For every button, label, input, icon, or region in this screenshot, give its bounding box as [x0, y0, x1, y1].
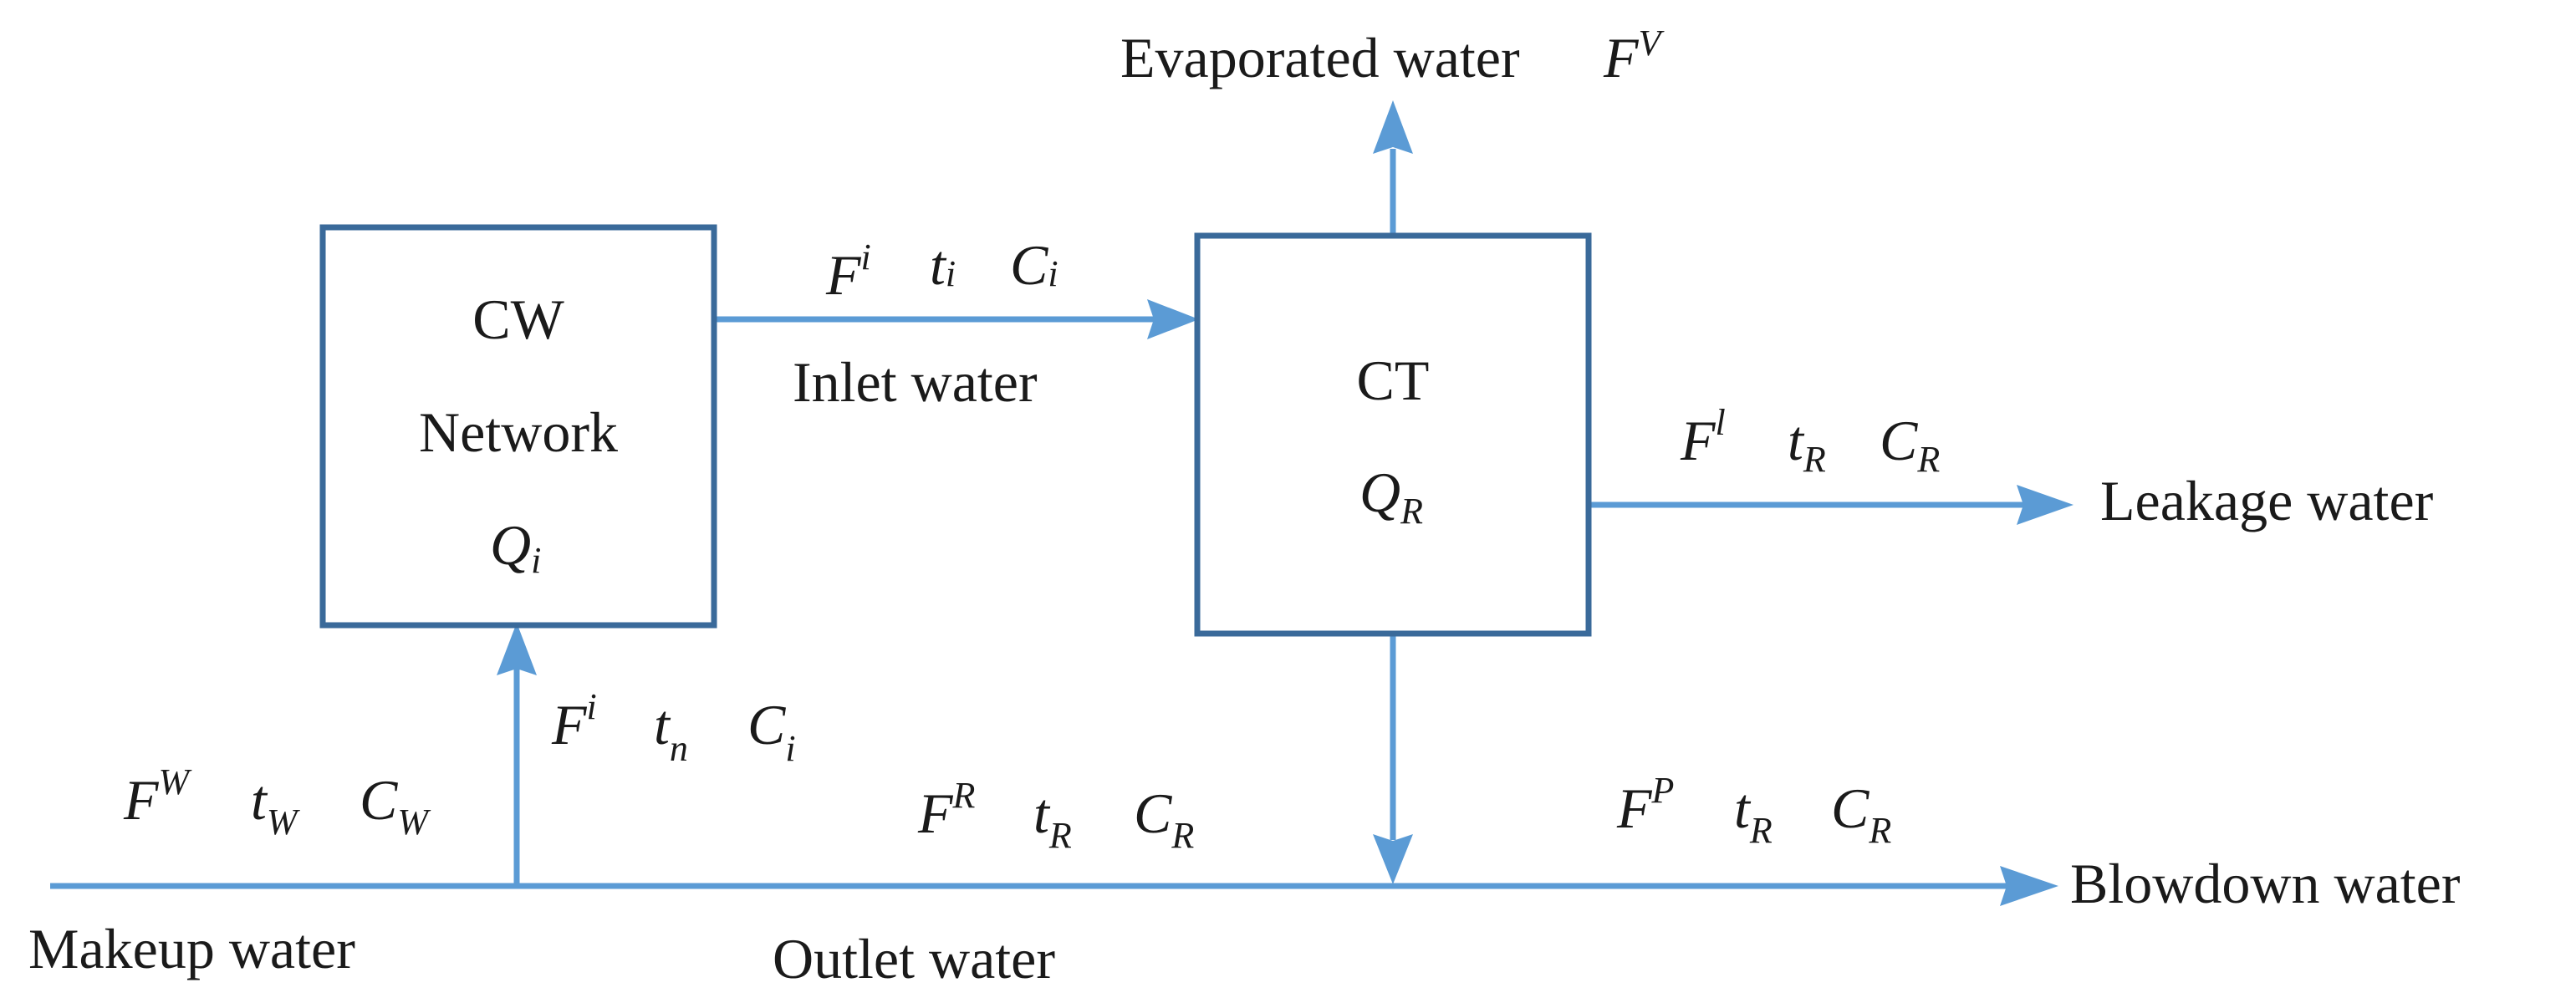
cw-title: CW — [472, 288, 564, 351]
ct-heat-load: QR — [1359, 461, 1423, 532]
flow-lines — [50, 100, 2074, 906]
outlet-conc-var: CR — [1134, 782, 1194, 856]
makeup-label: Makeup water — [28, 917, 355, 980]
inlet-conc-var: Ci — [1010, 233, 1058, 297]
leakage-label: Leakage water — [2100, 469, 2434, 532]
leakage-arrowhead — [2017, 485, 2074, 525]
blowdown-flow-var: FP — [1616, 770, 1674, 840]
evaporated-flow-var: FV — [1603, 23, 1665, 89]
network-feed-arrowhead — [497, 623, 537, 675]
inlet-arrowhead — [1147, 299, 1199, 339]
outlet-temp-var: tR — [1033, 782, 1072, 856]
cw-heat-load: Qi — [490, 513, 541, 581]
inlet-temp-var: ti — [930, 233, 956, 297]
blowdown-label: Blowdown water — [2070, 852, 2461, 915]
outlet-flow-var: FR — [917, 775, 976, 845]
cw-network-box-frame — [319, 224, 717, 629]
outlet-stream: FR tR CR Outlet water — [773, 775, 1194, 990]
outlet-label: Outlet water — [773, 927, 1055, 990]
evaporated-arrowhead — [1373, 100, 1413, 154]
network-feed-temp-var: tn — [654, 693, 688, 769]
network-feed-conc-var: Ci — [747, 693, 796, 769]
makeup-conc-var: CW — [360, 768, 431, 843]
inlet-flow-var: Fi — [825, 237, 871, 307]
evaporated-stream: Evaporated water FV — [1120, 23, 1665, 89]
inlet-label: Inlet water — [793, 350, 1038, 414]
leakage-conc-var: CR — [1880, 409, 1940, 480]
leakage-flow-var: Fl — [1680, 402, 1726, 472]
network-feed-stream: Fi tn Ci — [551, 686, 796, 769]
cw-network-box: CW Network Qi — [319, 224, 717, 629]
blowdown-temp-var: tR — [1734, 776, 1773, 851]
ct-box-frame — [1194, 232, 1592, 637]
leakage-temp-var: tR — [1788, 409, 1826, 480]
network-feed-flow-var: Fi — [551, 686, 597, 756]
leakage-stream: Fl tR CR Leakage water — [1680, 402, 2434, 532]
ct-title: CT — [1357, 349, 1430, 412]
inlet-stream: Fi ti Ci Inlet water — [793, 233, 1058, 414]
makeup-temp-var: tW — [251, 768, 300, 843]
cw-network-title: Network — [419, 400, 618, 464]
ct-box: CT QR — [1194, 232, 1592, 637]
makeup-flow-var: FW — [123, 761, 192, 832]
evaporated-label: Evaporated water — [1120, 26, 1520, 89]
makeup-stream: FW tW CW Makeup water — [28, 761, 431, 980]
blowdown-arrowhead — [2000, 866, 2058, 906]
blowdown-conc-var: CR — [1831, 776, 1891, 851]
blowdown-stream: FP tR CR Blowdown water — [1616, 770, 2461, 915]
outlet-down-arrowhead — [1373, 834, 1413, 884]
